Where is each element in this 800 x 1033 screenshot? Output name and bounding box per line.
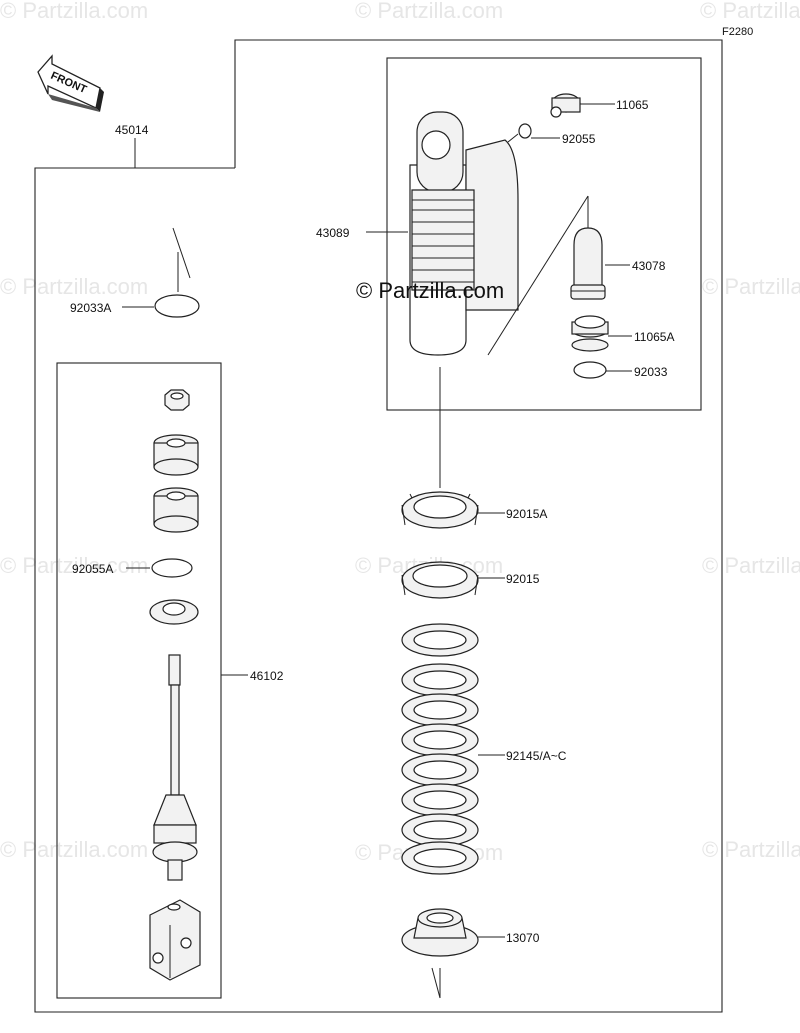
shock-body <box>409 111 519 356</box>
ring-92033 <box>573 361 607 379</box>
diagram-code: F2280 <box>722 26 753 38</box>
watermark-top-right: © Partzilla.com <box>700 0 800 23</box>
label-43078: 43078 <box>632 259 666 273</box>
assembly-frame <box>34 39 723 1013</box>
bladder-43078 <box>570 227 606 300</box>
label-92033a: 92033A <box>70 301 111 315</box>
nut-92015a <box>401 491 479 529</box>
spring-92145 <box>401 623 479 875</box>
label-92055a: 92055A <box>72 562 113 576</box>
watermark-bottom-left: © Partzilla.com <box>0 837 148 862</box>
watermark-mid-left: © Partzilla.com <box>0 274 148 299</box>
label-92033: 92033 <box>634 365 668 379</box>
valve-11065 <box>550 93 581 118</box>
label-43089: 43089 <box>316 226 350 240</box>
watermark-top-center: © Partzilla.com <box>355 0 503 23</box>
label-45014: 45014 <box>115 123 149 137</box>
watermark-mid-right: © Partzilla.com <box>702 274 800 299</box>
label-92015a: 92015A <box>506 507 547 521</box>
front-arrow-icon: FRONT <box>37 54 104 112</box>
label-92145: 92145/A~C <box>506 749 567 763</box>
valve-11065a <box>571 315 609 352</box>
label-92055: 92055 <box>562 132 596 146</box>
watermark-bottom-right: © Partzilla.com <box>702 837 800 862</box>
oring-92055 <box>518 123 532 139</box>
nut-92015 <box>401 561 479 599</box>
watermark-top-left: © Partzilla.com <box>0 0 148 23</box>
label-46102: 46102 <box>250 669 284 683</box>
rod-assembly-parts <box>149 389 201 981</box>
label-13070: 13070 <box>506 931 540 945</box>
watermark-low-right: © Partzilla.com <box>702 553 800 578</box>
ring-92033a <box>154 294 200 318</box>
watermark-low-left: © Partzilla.com <box>0 553 148 578</box>
label-92015: 92015 <box>506 572 540 586</box>
shock-body-frame <box>386 57 702 411</box>
rod-assembly-frame <box>56 362 222 999</box>
label-11065a: 11065A <box>634 330 674 344</box>
watermark-center: © Partzilla.com <box>356 278 504 303</box>
seat-13070 <box>401 908 479 957</box>
label-11065: 11065 <box>616 98 649 112</box>
